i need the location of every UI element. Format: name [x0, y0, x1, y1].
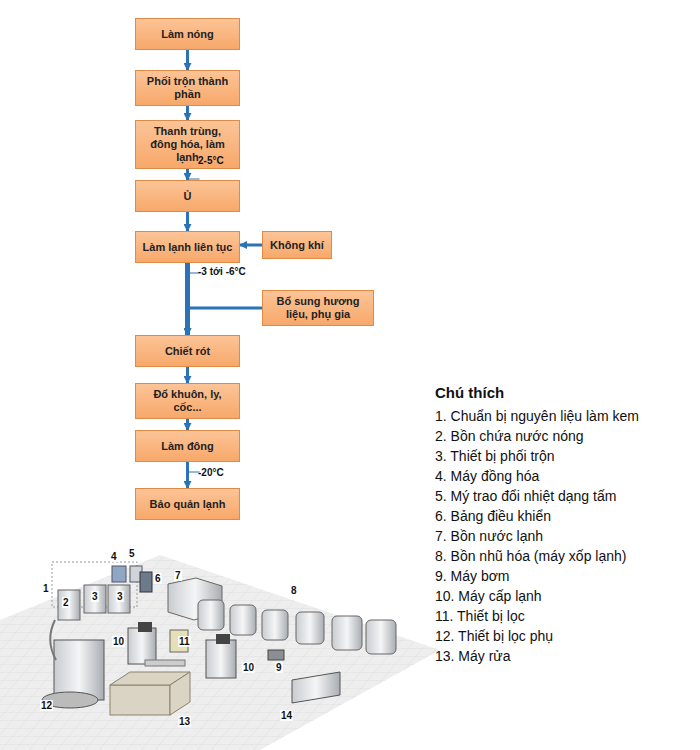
legend-item: 11. Thiết bị lọc [435, 608, 525, 624]
temperature-label: -20°C [198, 467, 224, 478]
callout-number: 3 [116, 591, 124, 602]
flow-arrow [240, 244, 262, 247]
legend-item: 13. Máy rửa [435, 648, 511, 664]
callout-number: 11 [178, 636, 191, 647]
callout-number: 5 [128, 548, 136, 559]
callout-number: 6 [154, 573, 162, 584]
legend-item: 8. Bồn nhũ hóa (máy xốp lạnh) [435, 548, 626, 564]
legend-item: 6. Bảng điều khiển [435, 508, 551, 524]
process-box: Chiết rót [135, 335, 240, 367]
callout-number: 12 [40, 700, 53, 711]
callout-number: 14 [280, 710, 293, 721]
legend-item: 10. Máy cấp lạnh [435, 588, 542, 604]
box-text: Bổ sung hương liệu, phụ gia [269, 295, 367, 321]
flow-arrow [186, 169, 189, 180]
temperature-tick [188, 273, 200, 274]
process-box: Làm lạnh liên tục [135, 231, 240, 263]
callout-number: 3 [91, 591, 99, 602]
flow-arrow [186, 212, 189, 231]
temperature-label: -3 tới -6°C [198, 266, 246, 277]
callout-number: 9 [275, 662, 283, 673]
process-box: Đổ khuôn, ly, cốc... [135, 383, 240, 419]
process-box: Không khí [262, 231, 332, 259]
legend-item: 4. Máy đồng hóa [435, 468, 539, 484]
flow-arrow [186, 419, 189, 430]
callout-number: 1 [42, 583, 50, 594]
process-box: Làm nóng [135, 18, 240, 50]
process-box: Thanh trùng, đông hóa, làm lạnh [135, 120, 240, 169]
box-text: Không khí [270, 239, 324, 252]
box-text: Làm đông [161, 440, 214, 453]
process-box: Làm đông [135, 430, 240, 462]
box-text: Làm lạnh liên tục [143, 241, 233, 254]
process-box: Ủ [135, 180, 240, 212]
legend-item: 2. Bồn chứa nước nóng [435, 428, 584, 444]
callout-number: 10 [242, 662, 255, 673]
process-box: Bổ sung hương liệu, phụ gia [262, 290, 374, 326]
box-text: Phối trộn thành phần [142, 75, 233, 101]
legend-item: 12. Thiết bị lọc phụ [435, 628, 553, 644]
process-box: Bảo quản lạnh [135, 488, 240, 520]
box-text: Chiết rót [165, 345, 210, 358]
box-text: Đổ khuôn, ly, cốc... [142, 388, 233, 414]
temperature-tick [188, 472, 200, 473]
legend-item: 7. Bồn nước lạnh [435, 528, 543, 544]
temperature-label: 2-5°C [198, 155, 224, 166]
callout-number: 10 [112, 636, 125, 647]
box-text: Bảo quản lạnh [150, 498, 226, 511]
callout-number: 4 [110, 551, 118, 562]
flow-arrow [188, 308, 263, 335]
callout-number: 7 [174, 570, 182, 581]
legend-heading: Chú thích [435, 384, 504, 401]
legend-item: 9. Máy bơm [435, 568, 510, 584]
flow-arrow [186, 106, 189, 120]
process-box: Phối trộn thành phần [135, 70, 240, 106]
box-text: Ủ [184, 190, 192, 203]
callout-number: 2 [62, 597, 70, 608]
flow-arrow [186, 367, 189, 383]
callout-number: 8 [290, 585, 298, 596]
flow-arrow [186, 462, 189, 488]
legend-item: 1. Chuẩn bị nguyên liệu làm kem [435, 408, 639, 424]
flow-arrow [186, 50, 189, 70]
box-text: Làm nóng [161, 28, 214, 41]
legend-item: 5. Mý trao đổi nhiệt dạng tấm [435, 488, 616, 504]
callout-number: 13 [178, 716, 191, 727]
legend-item: 3. Thiết bị phối trộn [435, 448, 555, 464]
